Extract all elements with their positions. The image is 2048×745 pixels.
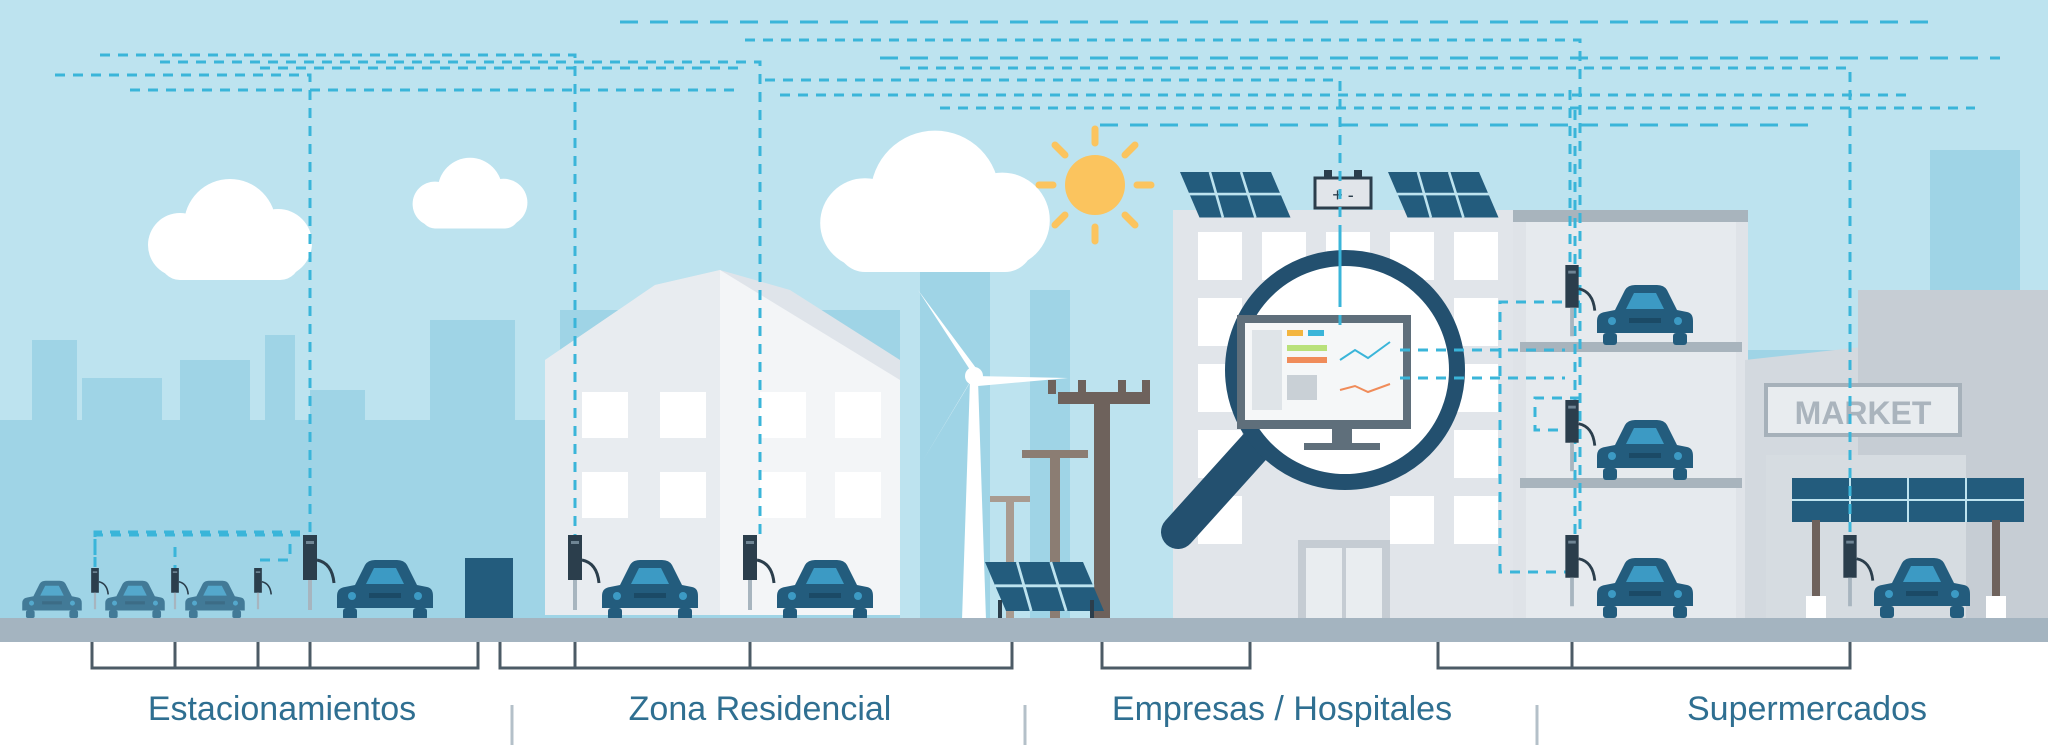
- caption-separators: [510, 705, 1539, 745]
- caption-estacionamientos: Estacionamientos: [147, 690, 417, 728]
- monitor-icon: [1237, 315, 1411, 450]
- parking-garage: [1513, 210, 1748, 620]
- grid-connections: [90, 642, 1852, 670]
- residential-buildings: [545, 270, 900, 615]
- solar-panel-icon: [1792, 478, 2024, 620]
- wind-turbine-icon: [918, 290, 1068, 620]
- battery-icon: [1313, 170, 1373, 210]
- caption-supermercados: Supermercados: [1686, 690, 1928, 728]
- utility-pole-icon: [1048, 380, 1150, 620]
- utility-pole-icon: [1022, 450, 1088, 620]
- network-lines-top: [620, 20, 2000, 127]
- caption-empresas-hospitales: Empresas / Hospitales: [1111, 690, 1453, 728]
- sun-icon: [1035, 125, 1155, 245]
- battery-symbols: + -: [1332, 185, 1354, 205]
- network-lines: [55, 38, 1975, 575]
- ground: [0, 618, 2048, 642]
- utility-pole-icon: [990, 496, 1030, 620]
- caption-zona-residencial: Zona Residencial: [628, 690, 892, 728]
- transformer-box: [465, 558, 513, 620]
- market-sign-icon: MARKET: [1795, 395, 1932, 431]
